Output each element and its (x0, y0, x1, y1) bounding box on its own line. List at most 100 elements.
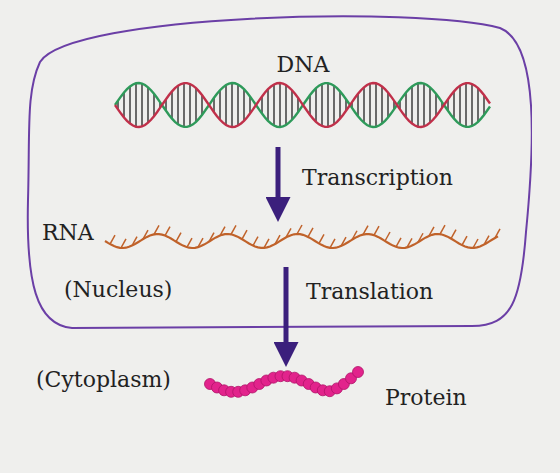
rna-base (418, 233, 423, 242)
rna-base (275, 235, 280, 244)
molecule-node: RNA (38, 215, 508, 265)
base-pair (147, 87, 148, 122)
edge-label: Translation (306, 280, 433, 304)
base-pair (417, 83, 418, 126)
rna-base (341, 237, 346, 246)
base-pair (381, 86, 382, 123)
base-pair (483, 95, 484, 115)
base-pair (459, 86, 460, 125)
rna-base (308, 228, 313, 237)
rna-base (396, 238, 401, 247)
base-pair (189, 84, 190, 126)
rna-base (176, 233, 181, 242)
rna-base (451, 230, 456, 239)
base-pair (135, 83, 136, 126)
base-pair (465, 83, 466, 127)
base-pair (285, 85, 286, 125)
rna-base (110, 235, 115, 244)
rna-base (154, 225, 159, 234)
base-pair (321, 84, 322, 126)
rna-base (363, 226, 368, 235)
rna-base (143, 230, 148, 239)
rna-base (297, 225, 302, 234)
process-arrow (276, 147, 281, 213)
rna-strand (105, 225, 500, 248)
rna-base (330, 239, 335, 248)
base-pair (333, 86, 334, 125)
node-label: RNA (42, 221, 94, 245)
base-pair (405, 93, 406, 118)
base-pair (339, 91, 340, 118)
rna-base (385, 232, 390, 241)
dna-strand (115, 83, 490, 127)
rna-base (132, 237, 137, 246)
base-pair (123, 93, 124, 118)
rna-base (121, 239, 126, 248)
rna-base (484, 236, 489, 245)
base-pair (363, 87, 364, 122)
base-pair (129, 86, 130, 123)
rna-base (473, 239, 478, 248)
node-label: (Nucleus) (64, 278, 172, 302)
base-pair (309, 95, 310, 115)
base-pair (411, 86, 412, 123)
rna-base (286, 228, 291, 237)
rna-base (187, 238, 192, 247)
protein-chain (205, 367, 364, 398)
base-pair (369, 84, 370, 127)
node-label: Protein (385, 386, 467, 410)
base-pair (279, 83, 280, 127)
rna-base (231, 225, 236, 234)
rna-base (242, 230, 247, 239)
rna-base (220, 227, 225, 236)
dna-helix (115, 83, 490, 127)
dna-strand (115, 83, 490, 127)
node-label: DNA (100, 53, 506, 77)
process-arrow (284, 267, 289, 358)
rna-base (429, 227, 434, 236)
rna-base (440, 225, 445, 234)
rna-base (198, 238, 203, 247)
base-pair (153, 94, 154, 116)
rna-base (352, 231, 357, 240)
rna-base (495, 229, 500, 238)
molecule-node: DNA (100, 45, 506, 145)
base-pair (183, 83, 184, 127)
rna-base (319, 234, 324, 243)
base-pair (225, 85, 226, 125)
base-pair (477, 88, 478, 122)
base-pair (471, 84, 472, 126)
rna-backbone (105, 234, 498, 248)
base-pair (231, 83, 232, 127)
base-pair (171, 91, 172, 118)
base-pair (273, 84, 274, 125)
base-pair (453, 91, 454, 118)
base-pair (267, 89, 268, 121)
rna-base (253, 237, 258, 246)
amino-acid (353, 367, 364, 378)
rna-base (374, 226, 379, 235)
base-pair (429, 87, 430, 122)
rna-base (462, 236, 467, 245)
base-pair (327, 83, 328, 127)
nucleus-border (28, 16, 532, 328)
molecule-node: Protein (195, 360, 485, 416)
base-pair (177, 86, 178, 125)
edge-label: Transcription (302, 166, 453, 190)
base-pair (291, 90, 292, 120)
base-pair (237, 84, 238, 125)
rna-base (264, 239, 269, 248)
base-pair (141, 84, 142, 127)
base-pair (387, 93, 388, 118)
base-pair (219, 90, 220, 120)
rna-base (209, 233, 214, 242)
rna-base (407, 238, 412, 247)
region-label: (Cytoplasm) (36, 368, 171, 392)
base-pair (357, 94, 358, 116)
base-pair (195, 88, 196, 122)
base-pair (243, 89, 244, 121)
base-pair (375, 83, 376, 126)
